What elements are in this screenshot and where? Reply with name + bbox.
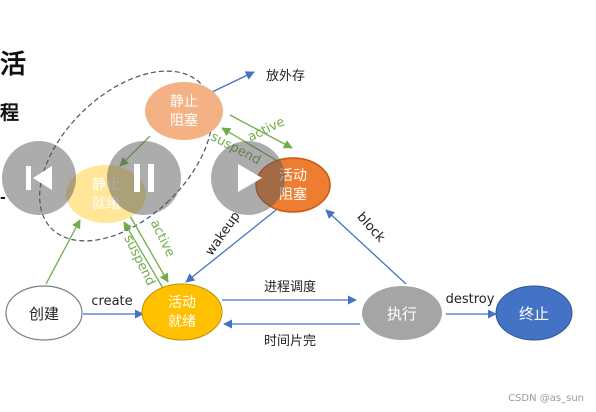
- play-icon: [238, 164, 262, 192]
- cropped-text-fragment: -: [0, 190, 6, 206]
- node-label: 执行: [387, 305, 417, 323]
- arrow-block: [325, 209, 407, 285]
- arrow-to-external-storage: [211, 71, 255, 93]
- previous-icon: [26, 166, 52, 190]
- edge-label-destroy: destroy: [446, 292, 495, 307]
- arrow-create-to-suspended-ready: [45, 219, 81, 285]
- node-suspended-blocked: 静止 阻塞: [145, 82, 223, 140]
- node-label: 阻塞: [279, 186, 307, 203]
- edge-label-schedule: 进程调度: [264, 279, 316, 295]
- edge-label-active-top: active: [245, 114, 287, 145]
- node-label: 就绪: [168, 314, 196, 330]
- arrow-suspend-left: [123, 221, 165, 291]
- node-label: 活动: [168, 295, 196, 311]
- node-label: 就绪: [92, 196, 120, 212]
- edge-label-suspend-left: suspend: [120, 233, 157, 289]
- cropped-heading-fragment: 程: [0, 102, 20, 124]
- node-label: 终止: [519, 305, 549, 323]
- node-label: 创建: [29, 305, 59, 323]
- node-active-ready: 活动 就绪: [141, 283, 223, 341]
- node-label: 活动: [279, 168, 307, 184]
- edge-label-time-slice: 时间片完: [264, 334, 316, 349]
- pause-icon: [134, 164, 154, 192]
- node-create: 创建: [5, 285, 83, 341]
- edge-label-wakeup: wakeup: [203, 209, 244, 259]
- play-button[interactable]: [211, 141, 285, 215]
- pause-button[interactable]: [107, 141, 181, 215]
- node-label: 阻塞: [170, 112, 198, 129]
- arrow-active-left: [129, 215, 169, 283]
- edge-label-create: create: [91, 294, 132, 309]
- cropped-title-fragment: 活: [0, 50, 27, 80]
- node-label: 静止: [170, 94, 198, 110]
- node-terminate: 终止: [495, 285, 573, 341]
- watermark: CSDN @as_sun: [508, 393, 584, 404]
- arrow-wakeup: [185, 209, 277, 283]
- arrow-active-top: [229, 114, 293, 149]
- node-running: 执行: [362, 286, 442, 340]
- previous-button[interactable]: [2, 141, 76, 215]
- edge-label-external-storage: 放外存: [266, 69, 305, 84]
